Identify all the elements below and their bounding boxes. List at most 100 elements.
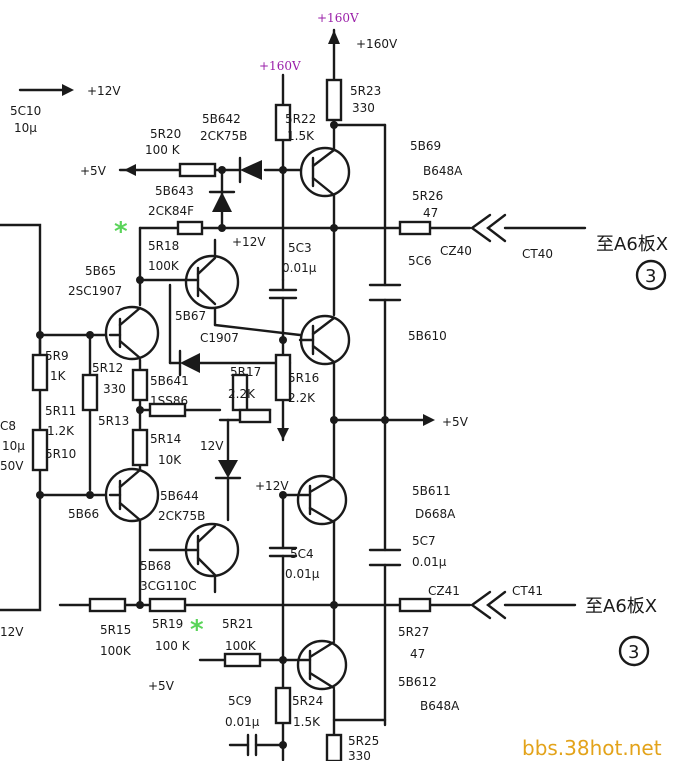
label-5c4-value: 0.01μ xyxy=(285,567,320,581)
label-5r26-value: 47 xyxy=(423,206,438,220)
resistor-5r20 xyxy=(178,162,217,178)
label-5r9-value: 1K xyxy=(50,369,67,383)
label-5r12-value: 330 xyxy=(103,382,126,396)
label-circle-bottom: 3 xyxy=(628,642,639,663)
resistor-5r15 xyxy=(88,597,127,613)
junction-dot xyxy=(36,331,44,339)
label-5b67-value: C1907 xyxy=(200,331,239,345)
arrow-12v-mid xyxy=(277,428,289,440)
label-5r23-value: 330 xyxy=(352,101,375,115)
junction-dot xyxy=(136,601,144,609)
resistor-5r27 xyxy=(398,597,432,613)
label-5r17-ref: 5R17 xyxy=(230,365,261,379)
plug-cz41 xyxy=(469,590,492,620)
label-c8-value1: 10μ xyxy=(2,439,25,453)
label-5r16-value: 2.2K xyxy=(288,391,316,405)
label-5b643-ref: 5B643 xyxy=(155,184,194,198)
label-160v-mid: +160V xyxy=(259,59,301,73)
junctions xyxy=(36,121,389,749)
label-5c4-ref: 5C4 xyxy=(290,547,314,561)
label-5c9-value: 0.01μ xyxy=(225,715,260,729)
resistor-5r641-r xyxy=(131,368,149,402)
left-board-outline xyxy=(0,223,42,612)
label-5b611-value: D668A xyxy=(415,507,456,521)
label-5r12-ref: 5R12 xyxy=(92,361,123,375)
label-5r24-ref: 5R24 xyxy=(292,694,323,708)
junction-dot xyxy=(279,166,287,174)
label-5c7-ref: 5C7 xyxy=(412,534,436,548)
resistor-5r14 xyxy=(131,428,149,467)
transistor-5b67 xyxy=(183,254,240,310)
diode-5b644 xyxy=(218,460,238,478)
diode-5b643 xyxy=(212,192,232,212)
label-5b66-ref: 5B66 xyxy=(68,507,99,521)
label-5b68-value: 3CG110C xyxy=(140,579,197,593)
circle-marker-bottom xyxy=(618,635,650,667)
plug-cz40 xyxy=(469,213,492,243)
watermark: bbs.38hot.net xyxy=(522,736,662,760)
label-5v-right: +5V xyxy=(442,415,469,429)
connectors xyxy=(62,30,667,667)
resistor-5r24 xyxy=(274,686,292,725)
label-5b642-value: 2CK75B xyxy=(200,129,247,143)
arrow-5v-in xyxy=(124,164,136,176)
diode-5b641 xyxy=(180,353,200,373)
label-160v-top: +160V xyxy=(317,11,359,25)
capacitors xyxy=(246,283,402,757)
label-5b69-value: B648A xyxy=(423,164,463,178)
arrow-5v-right xyxy=(423,414,435,426)
label-5b65-value: 2SC1907 xyxy=(68,284,122,298)
label-5r18-value: 100K xyxy=(148,259,180,273)
resistor-5r18 xyxy=(176,220,204,236)
label-5r9-ref: 5R9 xyxy=(45,349,69,363)
label-5r21-ref: 5R21 xyxy=(222,617,253,631)
label-5r16-ref: 5R16 xyxy=(288,371,319,385)
label-5r15-value: 100K xyxy=(100,644,132,658)
label-5c3-value: 0.01μ xyxy=(282,261,317,275)
label-5b642-ref: 5B642 xyxy=(202,112,241,126)
label-5r15-ref: 5R15 xyxy=(100,623,131,637)
resistor-5r25 xyxy=(325,733,343,761)
junction-dot xyxy=(218,166,226,174)
junction-dot xyxy=(86,491,94,499)
label-5r14-ref: 5R14 xyxy=(150,432,181,446)
label-ct40: CT40 xyxy=(522,247,553,261)
marker-star-bottom: * xyxy=(190,615,204,645)
resistor-5r16 xyxy=(274,353,292,402)
diode-5b642 xyxy=(240,160,262,180)
label-5b69-ref: 5B69 xyxy=(410,139,441,153)
junction-dot xyxy=(330,224,338,232)
label-c8-value2: 50V xyxy=(0,459,24,473)
label-5b643-value: 2CK84F xyxy=(148,204,194,218)
label-ct41: CT41 xyxy=(512,584,543,598)
label-5b612-value: B648A xyxy=(420,699,460,713)
junction-dot xyxy=(330,601,338,609)
label-5b611-ref: 5B611 xyxy=(412,484,451,498)
plug-ct40 xyxy=(486,213,507,243)
plug-ct41 xyxy=(486,590,507,620)
label-5r23-ref: 5R23 xyxy=(350,84,381,98)
labels: +160V +160V +160V +12V 5C10 10μ 5R20 100… xyxy=(0,11,668,761)
transistors xyxy=(104,146,351,691)
junction-dot xyxy=(136,406,144,414)
resistor-5r22 xyxy=(274,103,292,142)
label-5c9-ref: 5C9 xyxy=(228,694,252,708)
label-5b610-ref: 5B610 xyxy=(408,329,447,343)
resistor-5r9 xyxy=(31,353,49,392)
label-5r17-value: 2.2K xyxy=(228,387,256,401)
resistors xyxy=(31,78,432,761)
label-5r18-ref: 5R18 xyxy=(148,239,179,253)
label-circle-top: 3 xyxy=(645,266,656,287)
resistor-5r17-h xyxy=(238,408,272,424)
label-12v-left: 12V xyxy=(200,439,224,453)
label-5v-bottom: +5V xyxy=(148,679,175,693)
transistor-5b65 xyxy=(104,305,160,361)
transistor-5b68 xyxy=(183,522,240,578)
label-5r10-ref: 5R10 xyxy=(45,447,76,461)
resistor-5r26 xyxy=(398,220,432,236)
label-5r24-value: 1.5K xyxy=(293,715,321,729)
label-5r11-ref: 5R11 xyxy=(45,404,76,418)
arrow-12v-top xyxy=(62,84,74,96)
label-160v-right: +160V xyxy=(356,37,398,51)
